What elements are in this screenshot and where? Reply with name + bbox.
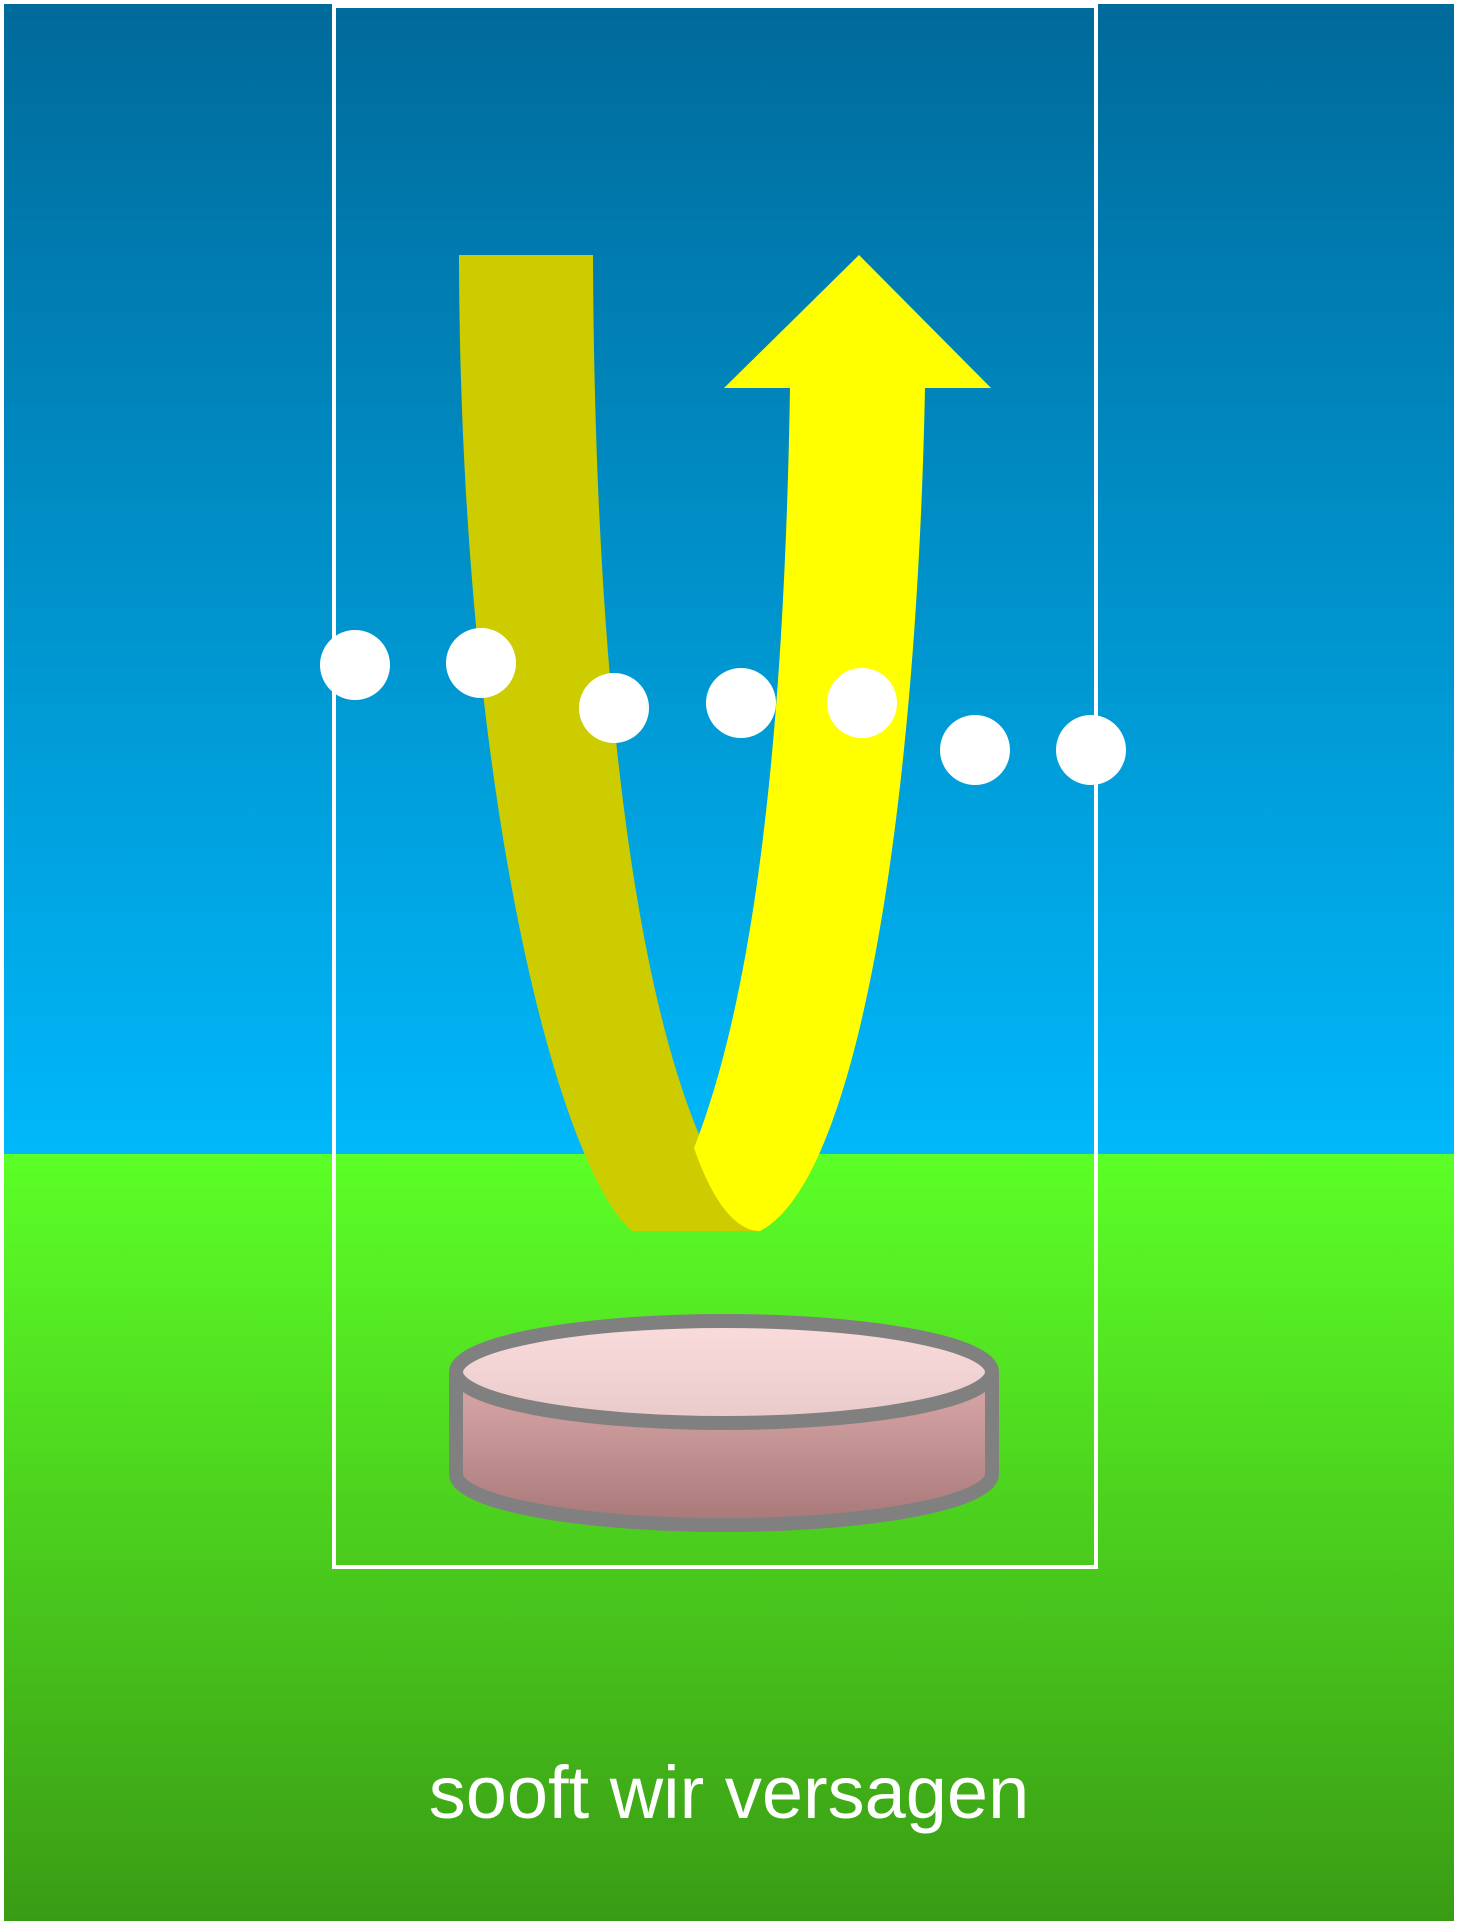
dot	[706, 668, 776, 738]
dot	[320, 630, 390, 700]
dot	[1056, 715, 1126, 785]
dot	[579, 673, 649, 743]
dot	[940, 715, 1010, 785]
dot	[827, 668, 897, 738]
disc-top	[456, 1321, 992, 1423]
dot	[446, 628, 516, 698]
sky-background	[4, 4, 1454, 1154]
disc	[456, 1321, 992, 1525]
caption-text: sooft wir versagen	[429, 1751, 1030, 1834]
